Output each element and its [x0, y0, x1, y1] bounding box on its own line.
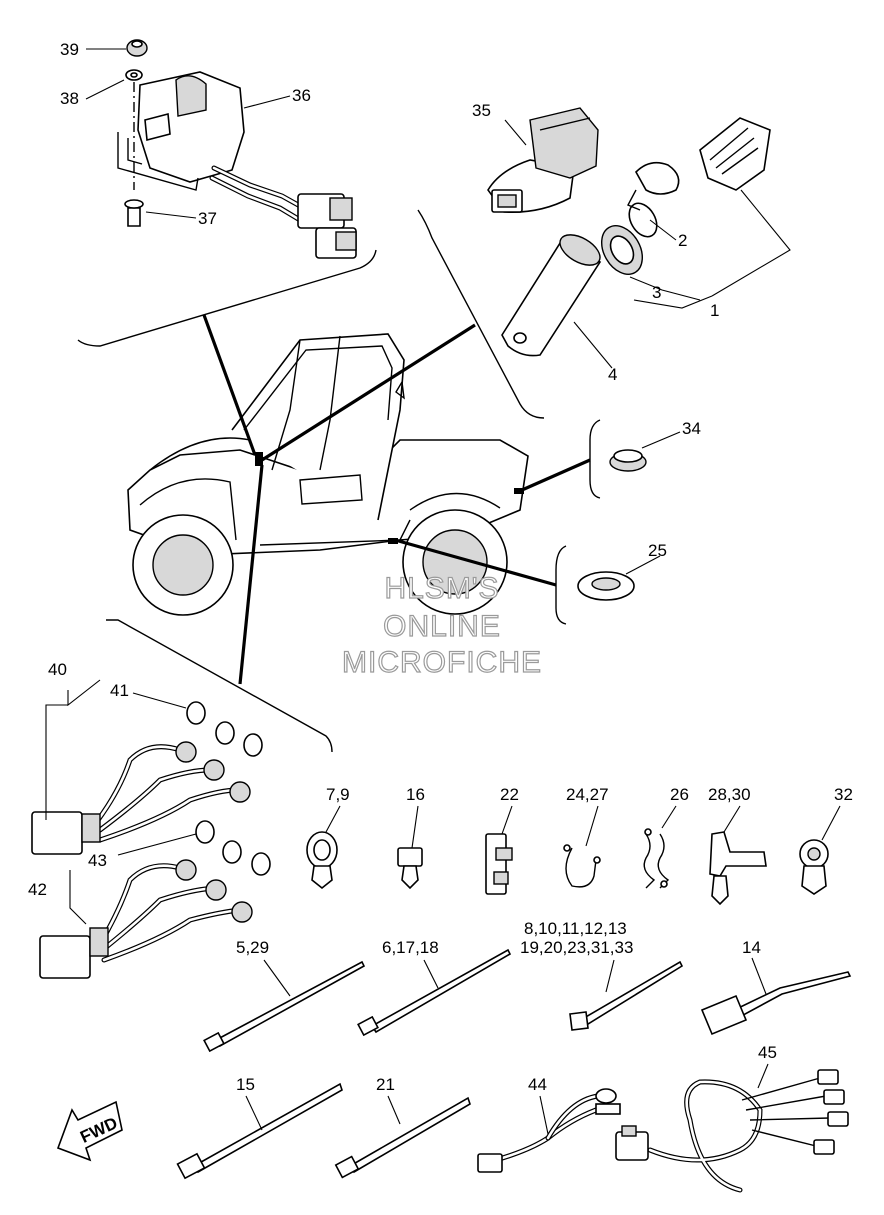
grommet-34 — [589, 419, 681, 499]
callout-43: 43 — [88, 851, 107, 870]
callout-labels: 39 38 36 37 35 2 3 1 4 34 25 40 41 43 42… — [28, 40, 853, 1094]
callout-28-30: 28,30 — [708, 785, 751, 804]
callout-15: 15 — [236, 1075, 255, 1094]
vehicle-illustration — [127, 314, 591, 685]
callout-3: 3 — [652, 283, 661, 302]
callout-36: 36 — [292, 86, 311, 105]
switch-assembly — [77, 39, 377, 347]
callout-42: 42 — [28, 880, 47, 899]
socket-assembly — [417, 117, 791, 419]
callout-8-line1: 8,10,11,12,13 — [524, 919, 627, 938]
callout-41: 41 — [110, 681, 129, 700]
watermark: HLSM'S ONLINE MICROFICHE — [341, 571, 542, 679]
lead-wire-44 — [477, 1088, 621, 1173]
harness-assembly — [31, 619, 333, 979]
callout-26: 26 — [670, 785, 689, 804]
callout-2: 2 — [678, 231, 687, 250]
callout-40: 40 — [48, 660, 67, 679]
callout-7-9: 7,9 — [326, 785, 350, 804]
fwd-arrow-icon: FWD — [56, 1100, 123, 1162]
callout-22: 22 — [500, 785, 519, 804]
callout-21: 21 — [376, 1075, 395, 1094]
watermark-line-3: MICROFICHE — [342, 646, 542, 679]
callout-35: 35 — [472, 101, 491, 120]
callout-4: 4 — [608, 365, 617, 384]
callout-38: 38 — [60, 89, 79, 108]
callout-14: 14 — [742, 938, 761, 957]
callout-44: 44 — [528, 1075, 547, 1094]
callout-32: 32 — [834, 785, 853, 804]
callout-25: 25 — [648, 541, 667, 560]
callout-34: 34 — [682, 419, 701, 438]
watermark-line-1: HLSM'S — [384, 572, 499, 605]
callout-1: 1 — [710, 301, 719, 320]
callout-45: 45 — [758, 1043, 777, 1062]
callout-8-line2: 19,20,23,31,33 — [520, 938, 633, 957]
callout-24-27: 24,27 — [566, 785, 609, 804]
callout-39: 39 — [60, 40, 79, 59]
callout-16: 16 — [406, 785, 425, 804]
harness-45 — [615, 1063, 849, 1193]
callout-37: 37 — [198, 209, 217, 228]
cable-ties — [176, 948, 852, 1180]
grommet-25 — [555, 545, 661, 625]
watermark-line-2: ONLINE — [383, 610, 501, 643]
callout-6-17-18: 6,17,18 — [382, 938, 439, 957]
part-35-switch — [487, 107, 599, 214]
callout-5-29: 5,29 — [236, 938, 269, 957]
clip-parts-row — [306, 805, 841, 906]
